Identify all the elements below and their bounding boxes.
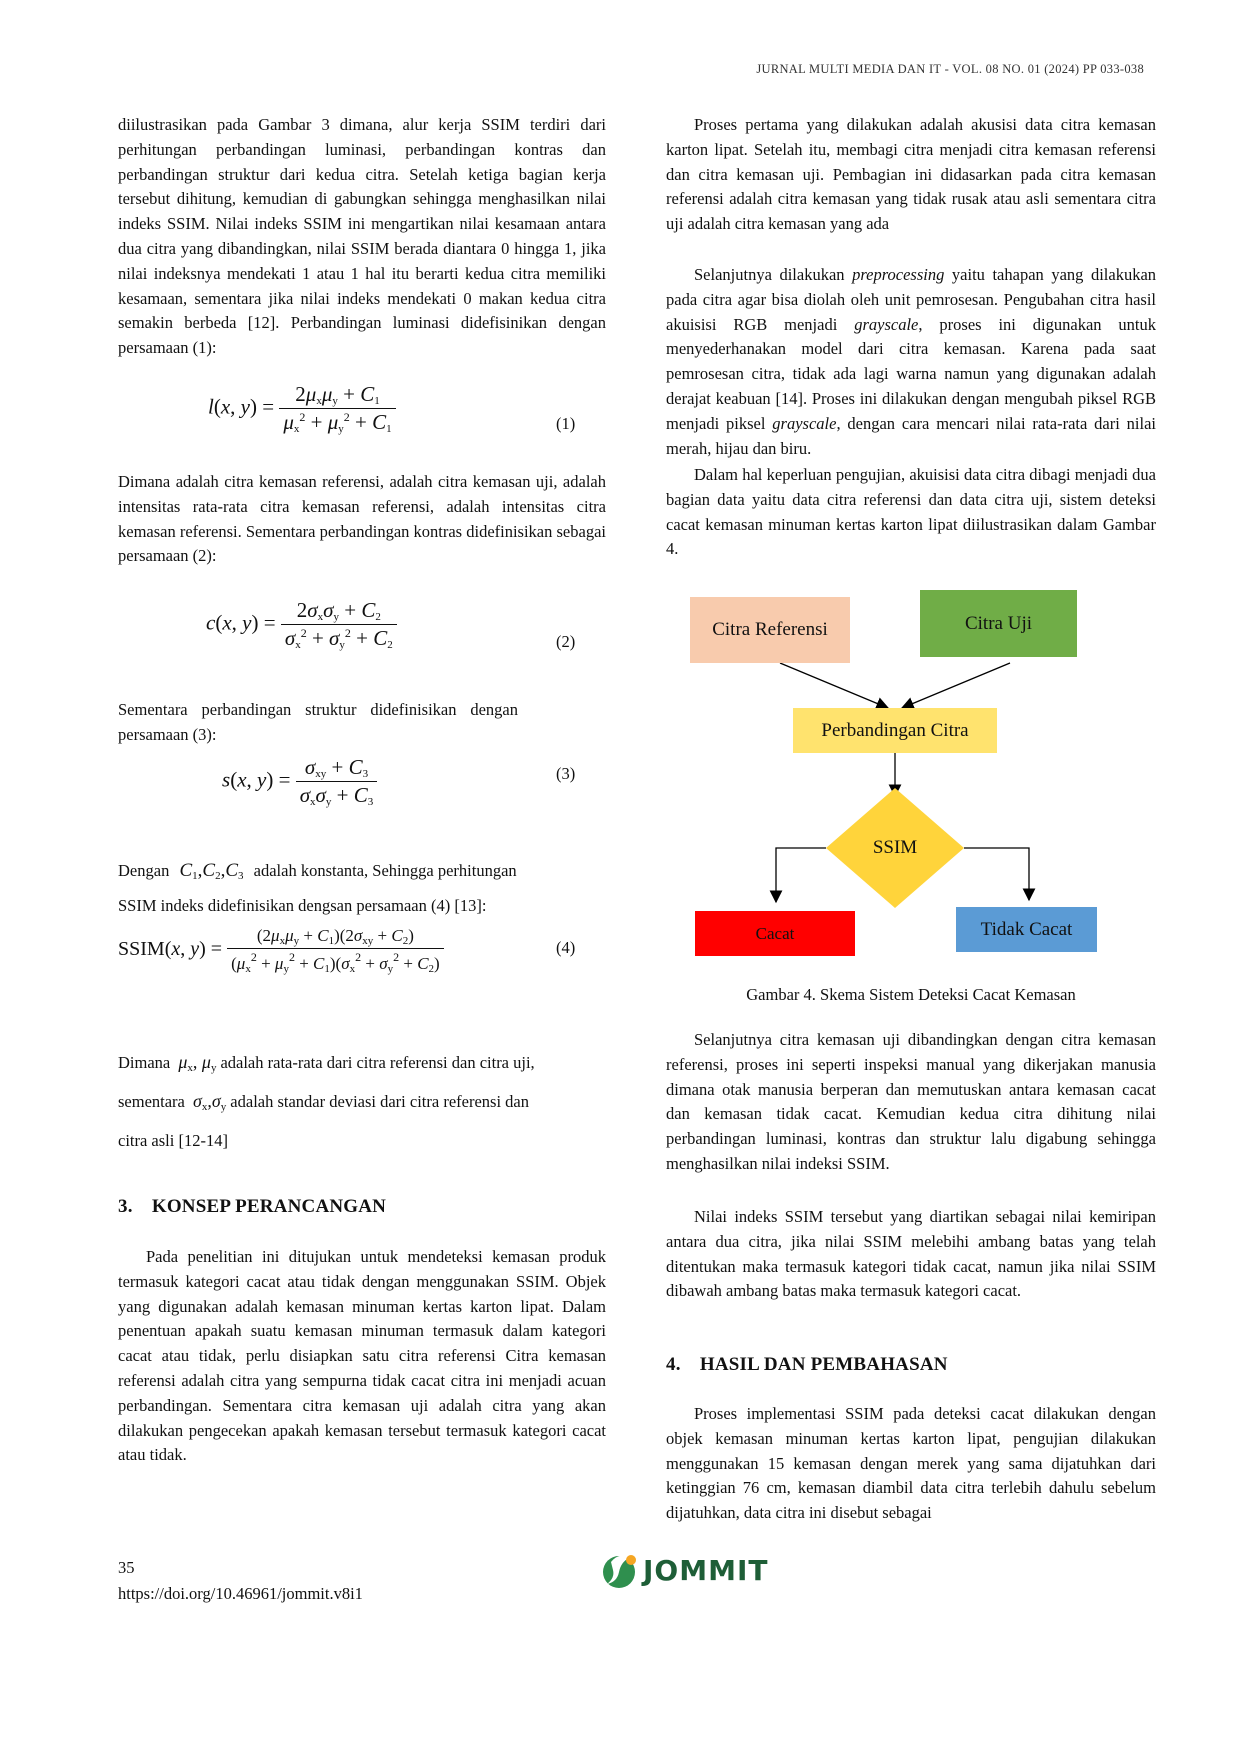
box-citra-referensi: Citra Referensi [690,597,850,663]
figure-4-flowchart: Citra Referensi Citra Uji Perbandingan C… [690,585,1100,970]
left-paragraph-4: Dengan C1,C2,C3 adalah konstanta, Sehing… [118,860,517,915]
equation-4-number: (4) [556,938,576,957]
diamond-ssim-label: SSIM [872,837,918,858]
section-3-heading: 3. KONSEP PERANCANGAN [118,1196,387,1217]
flowchart-connectors [769,662,1036,908]
ssim-diamond [826,788,964,908]
left-paragraph-1: diilustrasikan pada Gambar 3 dimana, alu… [118,115,606,358]
right-paragraph-5: Nilai indeks SSIM tersebut yang diartika… [666,1207,1156,1301]
equation-1-number: (1) [556,414,576,433]
right-paragraph-3: Dalam hal keperluan pengujian, akuisisi … [666,465,1156,559]
right-paragraph-6: Proses implementasi SSIM pada deteksi ca… [666,1404,1156,1523]
left-paragraph-6: Pada penelitian ini ditujukan untuk mend… [118,1247,606,1465]
equation-4: SSIM(x, y) = (2μxμy + C1)(2σxy + C2) (μx… [118,926,444,975]
arrow-ssim-to-cacat [769,847,826,904]
box-cacat: Cacat [695,911,855,956]
section-4-heading: 4. HASIL DAN PEMBAHASAN [666,1354,948,1375]
equation-3-number: (3) [556,764,576,783]
equation-2-number: (2) [556,632,576,651]
right-paragraph-1: Proses pertama yang dilakukan adalah aku… [666,115,1156,234]
jommit-logo-icon [603,1555,636,1588]
arrow-ssim-to-tidak [964,847,1036,902]
arrow-uji-to-compare [900,662,1011,710]
figure-4-caption: Gambar 4. Skema Sistem Deteksi Cacat Kem… [746,985,1076,1004]
arrow-ref-to-compare [779,662,890,710]
box-perbandingan-citra: Perbandingan Citra [793,708,997,753]
jommit-logo-text: JOMMIT [643,1554,769,1587]
box-tidak-cacat: Tidak Cacat [956,907,1097,952]
right-paragraph-4: Selanjutnya citra kemasan uji dibandingk… [666,1030,1156,1173]
doi-link[interactable]: https://doi.org/10.46961/jommit.v8i1 [118,1584,363,1603]
right-paragraph-2: Selanjutnya dilakukan preprocessing yait… [666,265,1157,458]
running-header: JURNAL MULTI MEDIA DAN IT - VOL. 08 NO. … [756,62,1144,76]
box-citra-uji: Citra Uji [920,590,1077,657]
jommit-logo: JOMMIT [597,1548,767,1592]
left-paragraph-2: Dimana adalah citra kemasan referensi, a… [118,472,606,566]
page-number: 35 [118,1558,135,1577]
equation-2: c(x, y) = 2σxσy + C2 σx2 + σy2 + C2 [206,598,397,651]
equation-3: s(x, y) = σxy + C3 σxσy + C3 [222,755,378,808]
equation-1: l(x, y) = 2μxμy + C1 μx2 + μy2 + C1 [208,382,396,435]
left-paragraph-3: Sementara perbandingan struktur didefini… [118,700,518,744]
